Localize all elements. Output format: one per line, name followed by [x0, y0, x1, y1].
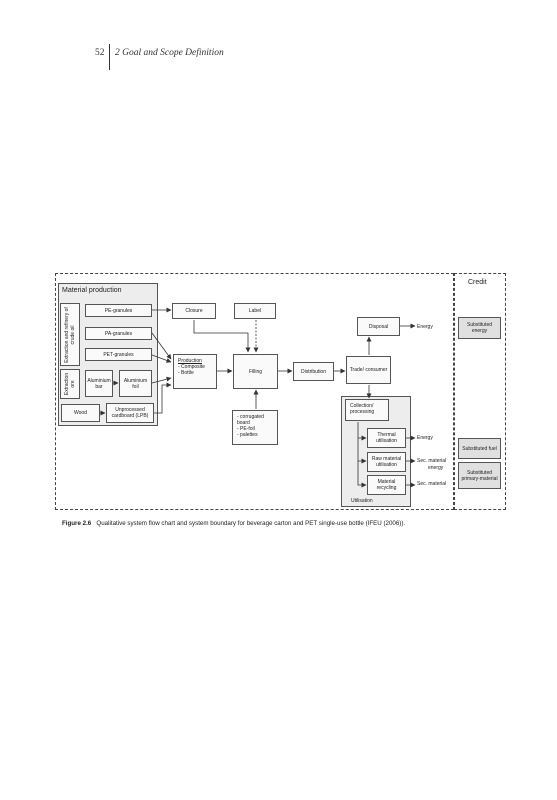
figure-caption: Figure 2.6 Qualitative system flow chart… [62, 520, 405, 527]
recycling-sec-material-label: Sec. material [417, 481, 447, 487]
arrow-foil-production [151, 376, 172, 384]
crude-oil-extraction-box [60, 303, 80, 366]
substituted-energy-box: Substituted energy [458, 317, 501, 339]
aluminium-foil-box: Aluminium foil [119, 370, 152, 397]
packaging-item-1: - corrugated [237, 414, 264, 420]
unprocessed-cardboard-box: Unprocessed cardboard (LPB) [106, 403, 154, 423]
production-box: Production - Composite - Bottle [173, 354, 217, 389]
substituted-primary-material-box: Substituted primary-material [458, 462, 501, 489]
arrow-collection-thermal [357, 422, 367, 441]
ore-extraction-box [60, 369, 80, 399]
page-number: 52 [95, 48, 105, 58]
pe-granules-box: PE-granules [85, 304, 152, 317]
arrow-pa-production [151, 332, 172, 360]
raw-energy-label: energy [428, 465, 444, 471]
raw-sec-material-label: Sec. material [417, 458, 447, 464]
header-divider [109, 44, 110, 70]
trade-consumer-box: Trade/ consumer [346, 356, 391, 384]
production-title: Production [178, 358, 202, 364]
closure-box: Closure [172, 303, 216, 319]
label-box: Label [234, 303, 276, 319]
figure-label: Figure 2.6 [62, 520, 92, 527]
material-recycling-box: Material recycling [367, 475, 406, 495]
arrow-closure-filling [193, 320, 251, 353]
aluminium-bar-box: Aluminium bar [85, 370, 113, 397]
thermal-energy-label: Energy [417, 435, 433, 441]
packaging-box: - corrugated board - PE-foil - palettes [232, 410, 278, 445]
arrow-collection-raw [357, 438, 367, 464]
packaging-item-2: board [237, 420, 250, 426]
arrow-pet-production [151, 354, 172, 363]
collection-box: Collection/ processing [345, 399, 389, 421]
chapter-title: 2 Goal and Scope Definition [115, 48, 224, 58]
production-composite: - Composite [178, 364, 205, 370]
credit-title: Credit [468, 279, 487, 286]
production-bottle: - Bottle [178, 370, 194, 376]
utilisation-label: Utilisation [351, 498, 373, 504]
disposal-box: Disposal [357, 317, 400, 336]
disposal-energy-label: Energy [417, 324, 433, 330]
material-production-title: Material production [62, 287, 122, 294]
filling-box: Filling [233, 354, 278, 389]
arrow-collection-recycling [357, 461, 367, 488]
packaging-item-4: - palettes [237, 432, 258, 438]
system-boundary-frame [55, 273, 454, 510]
pet-granules-box: PET-granules [85, 348, 152, 361]
pa-granules-box: PA-granules [85, 327, 152, 340]
distribution-box: Distribution [293, 362, 334, 381]
figure-caption-text: Qualitative system flow chart and system… [96, 520, 406, 527]
arrow-cardboard-production [154, 382, 172, 414]
credit-frame [454, 273, 506, 510]
substituted-fuel-box: Substituted fuel [458, 438, 501, 459]
thermal-utilisation-box: Thermal utilisation [367, 428, 406, 448]
packaging-item-3: - PE-foil [237, 426, 255, 432]
raw-material-utilisation-box: Raw material utilisation [367, 452, 406, 472]
wood-box: Wood [61, 404, 100, 422]
